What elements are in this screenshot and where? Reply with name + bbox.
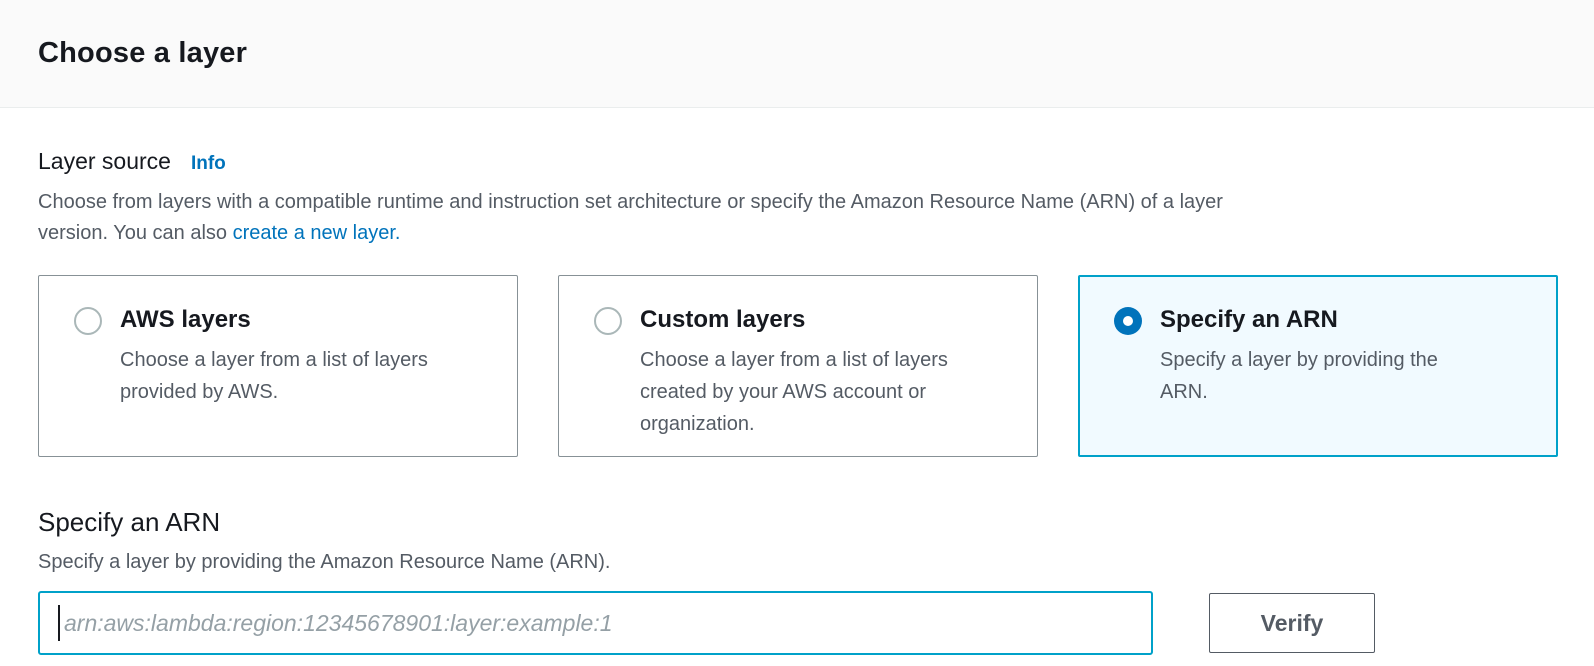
- layer-option-card-custom-layers[interactable]: Custom layers Choose a layer from a list…: [558, 275, 1038, 457]
- option-title-specify-arn: Specify an ARN: [1160, 306, 1338, 333]
- layer-source-label: Layer source: [38, 148, 171, 174]
- verify-button[interactable]: Verify: [1209, 593, 1375, 653]
- radio-custom-layers[interactable]: [594, 307, 622, 335]
- arn-input-row: Verify: [38, 591, 1558, 655]
- layer-source-description: Choose from layers with a compatible run…: [38, 187, 1558, 249]
- option-desc-aws-layers: Choose a layer from a list of layers pro…: [120, 349, 428, 403]
- layer-source-options: AWS layers Choose a layer from a list of…: [38, 275, 1558, 457]
- page-title: Choose a layer: [38, 37, 248, 69]
- layer-source-description-line2: version. You can also: [38, 222, 233, 244]
- panel-content: Layer source Info Choose from layers wit…: [0, 108, 1594, 655]
- specify-arn-description: Specify a layer by providing the Amazon …: [38, 551, 611, 573]
- option-title-custom-layers: Custom layers: [640, 306, 806, 333]
- create-new-layer-link[interactable]: create a new layer.: [232, 222, 401, 244]
- radio-aws-layers[interactable]: [74, 307, 102, 335]
- text-caret: [58, 605, 60, 641]
- layer-source-label-row: Layer source Info: [38, 148, 1558, 175]
- specify-arn-heading: Specify an ARN: [38, 507, 221, 537]
- radio-specify-arn[interactable]: [1114, 307, 1142, 335]
- panel-header: Choose a layer: [0, 0, 1594, 108]
- option-desc-custom-layers: Choose a layer from a list of layers cre…: [640, 349, 948, 435]
- arn-input-wrap: [38, 591, 1153, 655]
- layer-source-description-line1: Choose from layers with a compatible run…: [38, 191, 1223, 213]
- info-link[interactable]: Info: [190, 153, 226, 174]
- layer-option-card-specify-arn[interactable]: Specify an ARN Specify a layer by provid…: [1078, 275, 1558, 457]
- layer-option-card-aws-layers[interactable]: AWS layers Choose a layer from a list of…: [38, 275, 518, 457]
- option-desc-specify-arn: Specify a layer by providing the ARN.: [1160, 349, 1438, 403]
- arn-input[interactable]: [38, 591, 1153, 655]
- option-title-aws-layers: AWS layers: [120, 306, 251, 333]
